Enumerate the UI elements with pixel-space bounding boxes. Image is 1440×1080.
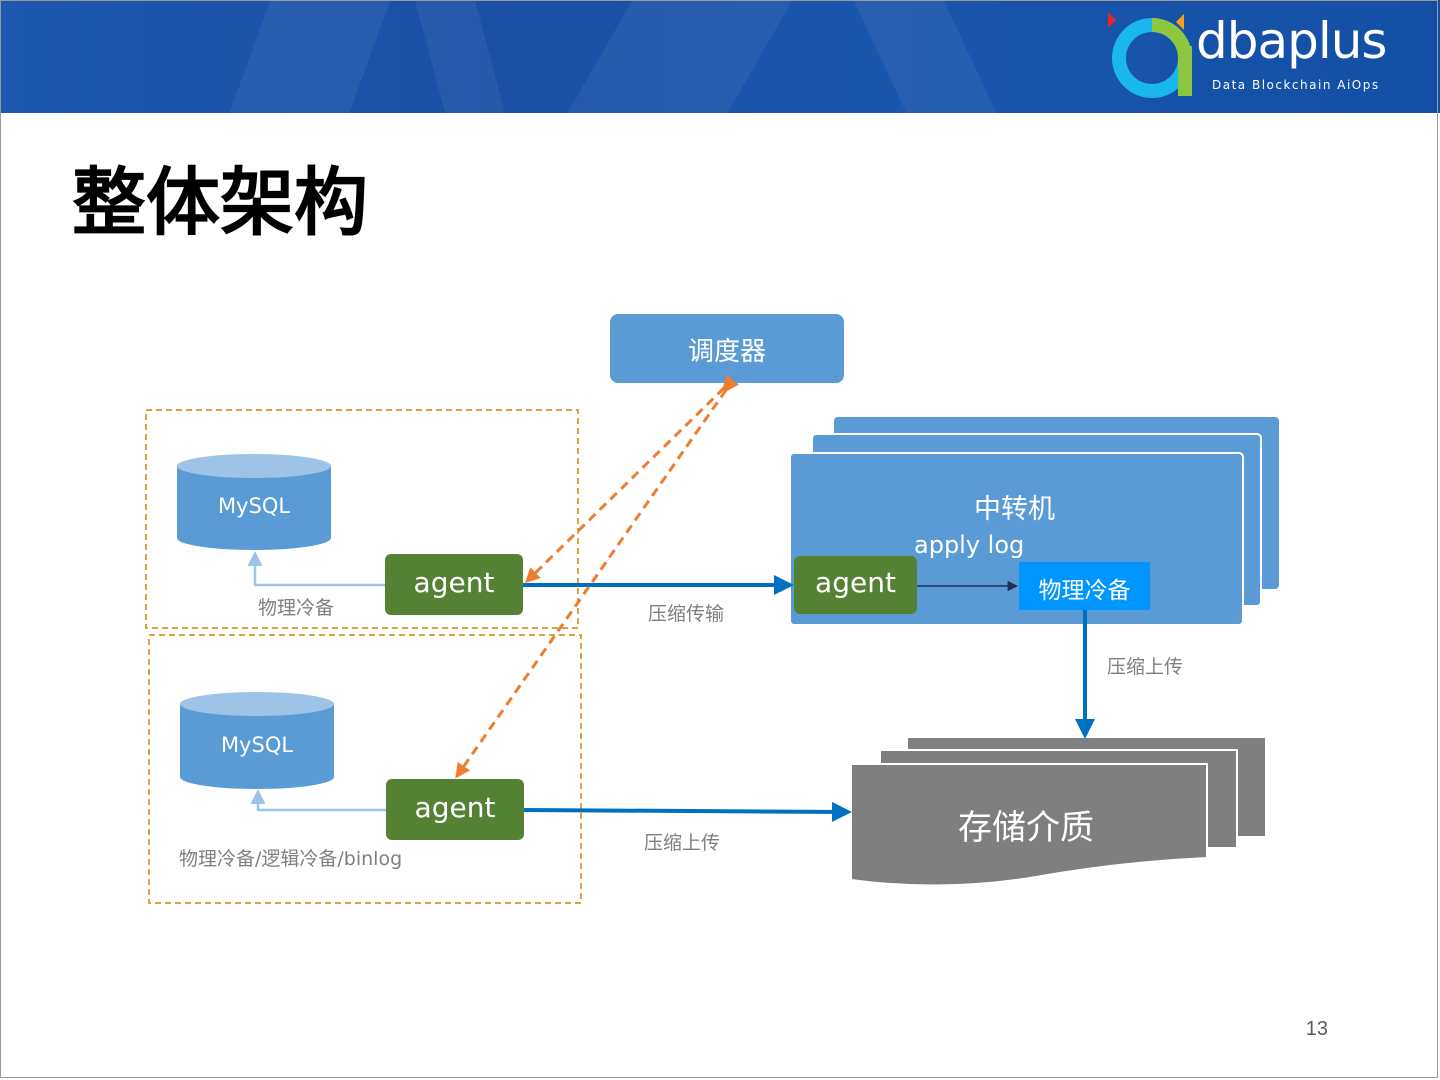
agent-label-2: agent [414, 791, 496, 824]
storage-stack [850, 738, 1265, 887]
logo-wordmark: dbaplus [1196, 12, 1387, 70]
logo-tagline: Data Blockchain AiOps [1212, 78, 1380, 92]
agent-box-2 [386, 779, 524, 840]
scheduler-box [610, 314, 844, 383]
logo-mark-icon [1108, 12, 1192, 98]
compress-upload-direct-label: 压缩上传 [644, 832, 721, 854]
group1-backup-label: 物理冷备 [258, 597, 335, 619]
backup-arrow-2 [250, 789, 386, 812]
mysql-cylinder-2 [180, 692, 334, 789]
storage-label: 存储介质 [958, 808, 1094, 848]
relay-agent-label: agent [815, 566, 896, 599]
scheduler-link-2 [455, 375, 740, 779]
group2-backup-label: 物理冷备/逻辑冷备/binlog [179, 848, 403, 870]
slide-title: 整体架构 [72, 160, 368, 246]
agent-label-1: agent [413, 566, 495, 599]
mysql-cylinder-1 [177, 454, 331, 550]
direct-upload-arrow [523, 801, 852, 822]
relay-title: 中转机 [974, 494, 1055, 525]
compress-upload-relay-label: 压缩上传 [1107, 656, 1184, 678]
scheduler-link-1 [524, 374, 738, 584]
header-banner: dbaplus Data Blockchain AiOps [0, 0, 1440, 113]
relay-subtitle: apply log [914, 531, 1025, 559]
dbaplus-logo: dbaplus Data Blockchain AiOps [1104, 6, 1414, 106]
backup-arrow-1 [247, 551, 385, 587]
mysql-label-1: MySQL [217, 494, 291, 518]
relay-backup-label: 物理冷备 [1038, 578, 1131, 604]
page-number: 13 [1305, 1018, 1328, 1040]
mysql-label-2: MySQL [220, 733, 294, 757]
compress-transfer-label: 压缩传输 [648, 603, 725, 625]
relay-backup-box [1019, 562, 1150, 610]
scheduler-label: 调度器 [687, 337, 766, 367]
agent-box-relay [794, 556, 917, 614]
